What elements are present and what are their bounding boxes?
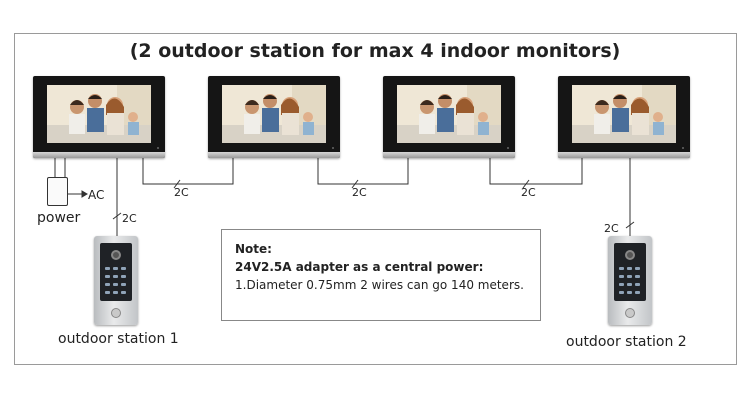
power-label: power xyxy=(37,210,81,226)
wire-m3-m4 xyxy=(489,158,583,185)
outdoor-station-2 xyxy=(608,236,652,325)
note-line-1: 24V2.5A adapter as a central power: xyxy=(235,260,484,274)
outdoor-station-1 xyxy=(94,236,138,325)
monitor-screen-image xyxy=(47,85,151,143)
wire-label-m3-m4: 2C xyxy=(521,186,536,199)
call-button-icon xyxy=(625,308,635,318)
monitor-screen-image xyxy=(222,85,326,143)
camera-icon xyxy=(111,250,121,260)
diagram-frame xyxy=(14,33,737,365)
note-box: Note: 24V2.5A adapter as a central power… xyxy=(221,229,541,321)
note-line-2: 1.Diameter 0.75mm 2 wires can go 140 met… xyxy=(235,278,524,292)
wire-m2-m3 xyxy=(317,158,409,185)
monitor-screen-image xyxy=(397,85,501,143)
wire-label-m1-m2: 2C xyxy=(174,186,189,199)
note-heading: Note: xyxy=(235,242,272,256)
call-button-icon xyxy=(111,308,121,318)
outdoor-station-1-label: outdoor station 1 xyxy=(58,331,179,347)
indoor-monitor-2 xyxy=(208,76,340,158)
wire-m1-m2 xyxy=(142,158,234,185)
power-adapter-icon xyxy=(47,177,68,206)
monitor-screen-image xyxy=(572,85,676,143)
wire-label-m2-m3: 2C xyxy=(352,186,367,199)
indoor-monitor-3 xyxy=(383,76,515,158)
indoor-monitor-4 xyxy=(558,76,690,158)
wire-label-station2: 2C xyxy=(604,222,619,235)
ac-arrow xyxy=(81,190,88,198)
outdoor-station-2-label: outdoor station 2 xyxy=(566,334,687,350)
wire-label-station1: 2C xyxy=(122,212,137,225)
ac-label: AC xyxy=(88,188,105,202)
indoor-monitor-1 xyxy=(33,76,165,158)
camera-icon xyxy=(625,250,635,260)
diagram-title: (2 outdoor station for max 4 indoor moni… xyxy=(129,40,621,62)
